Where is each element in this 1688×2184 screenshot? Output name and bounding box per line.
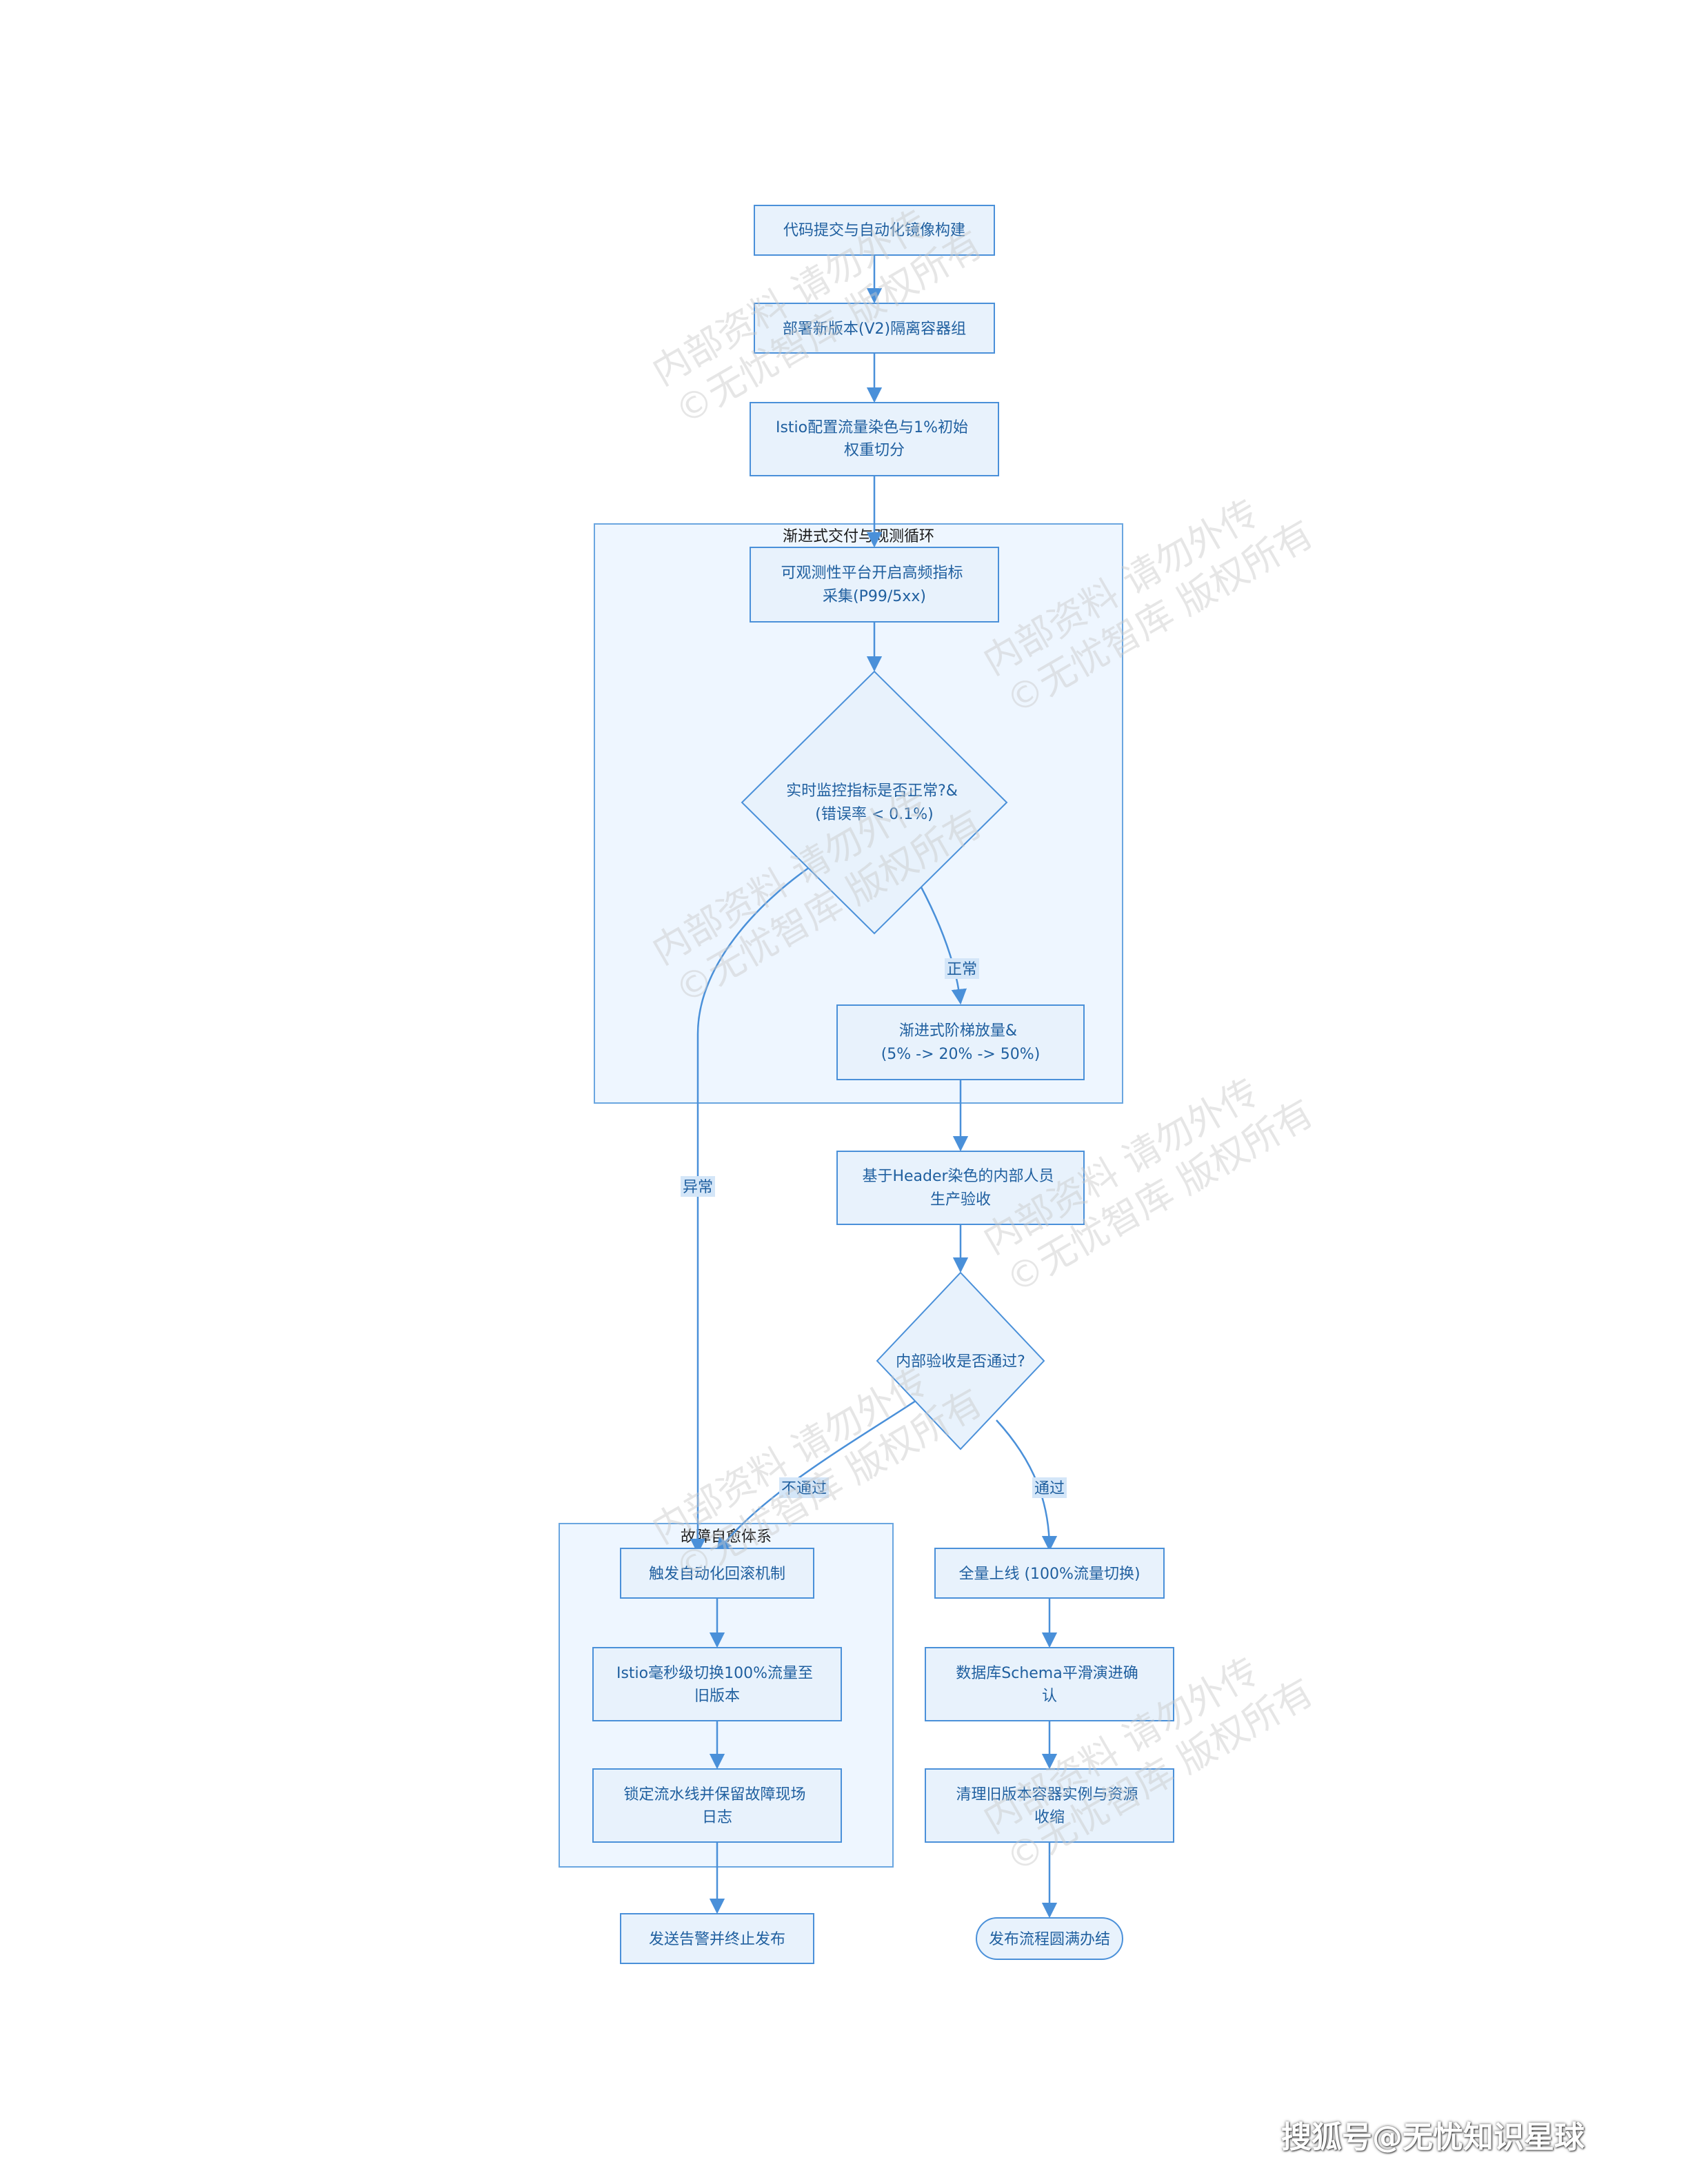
node-rollback-text: 触发自动化回滚机制 [649,1566,785,1583]
node-observe-text: 可观测性平台开启高频指标 采集(P99/5xx) [781,565,967,605]
node-lock-line-2: 日志 [702,1809,732,1826]
node-observe [750,547,999,623]
node-check-line-2: (错误率 < 0.1%) [815,806,933,823]
node-switch-line-2: 旧版本 [694,1688,740,1705]
node-header-line-2: 生产验收 [930,1191,991,1209]
node-labels: 代码提交与自动化镜像构建 部署新版本(V2)隔离容器组 Istio配置流量染色与… [616,222,1143,1948]
node-header-line-1: 基于Header染色的内部人员 [862,1168,1054,1185]
node-ramp-text: 渐进式阶梯放量& (5% -> 20% -> 50%) [881,1022,1041,1063]
node-schema-line-2: 认 [1042,1688,1057,1705]
edge-accept-fail [716,1399,916,1554]
node-schema-text: 数据库Schema平滑演进确 认 [956,1665,1143,1705]
node-cleanup-line-2: 收缩 [1034,1809,1065,1826]
edges [690,255,1058,1919]
label-fail: 不通过 [781,1480,827,1497]
node-istio-line-1: Istio配置流量染色与1%初始 [776,419,968,436]
label-abnormal: 异常 [683,1179,713,1196]
node-alert [620,1913,814,1964]
label-pass: 通过 [1034,1480,1065,1497]
node-switch-text: Istio毫秒级切换100%流量至 旧版本 [616,1665,818,1705]
node-done [976,1917,1123,1960]
node-switch [592,1647,842,1721]
node-deploy-text: 部署新版本(V2)隔离容器组 [783,321,966,338]
node-schema-line-1: 数据库Schema平滑演进确 [956,1665,1138,1682]
node-observe-line-1: 可观测性平台开启高频指标 [781,565,963,582]
node-lock-text: 锁定流水线并保留故障现场 日志 [623,1786,810,1826]
node-observe-line-2: 采集(P99/5xx) [823,588,926,605]
node-deploy [754,303,995,354]
node-istio-text: Istio配置流量染色与1%初始 权重切分 [776,419,973,459]
node-alert-line-1: 发送告警并终止发布 [649,1931,785,1948]
node-full-line-1: 全量上线 (100%流量切换) [958,1566,1140,1583]
edge-check-rollback [690,866,810,1555]
node-rollback-line-1: 触发自动化回滚机制 [649,1566,785,1583]
node-accept [876,1271,1045,1450]
node-done-text: 发布流程圆满办结 [989,1931,1110,1948]
node-alert-text: 发送告警并终止发布 [649,1931,785,1948]
node-lock [592,1768,842,1843]
node-ramp-line-1: 渐进式阶梯放量& [899,1022,1017,1040]
node-ramp-line-2: (5% -> 20% -> 50%) [881,1046,1041,1063]
node-lock-line-1: 锁定流水线并保留故障现场 [623,1786,805,1803]
node-deploy-line-1: 部署新版本(V2)隔离容器组 [783,321,966,338]
node-build-line-1: 代码提交与自动化镜像构建 [783,222,965,239]
node-check-line-1: 实时监控指标是否正常?& [786,782,958,800]
label-normal: 正常 [947,961,977,978]
node-cleanup-text: 清理旧版本容器实例与资源 收缩 [956,1786,1143,1826]
edge-labels: 正常 异常 不通过 通过 [681,958,1067,1498]
node-header-text: 基于Header染色的内部人员 生产验收 [862,1168,1058,1209]
group-loop-title: 渐进式交付与观测循环 [783,528,934,545]
node-check-text: 实时监控指标是否正常?& (错误率 < 0.1%) [786,782,963,823]
node-full-text: 全量上线 (100%流量切换) [958,1566,1140,1583]
node-cleanup-line-1: 清理旧版本容器实例与资源 [956,1786,1138,1803]
node-check [741,670,1008,935]
footer-source-credit: 搜狐号@无忧知识星球 [1281,2120,1585,2155]
edge-check-ramp [919,885,967,1005]
node-build [754,205,995,256]
node-accept-line-1: 内部验收是否通过? [896,1353,1025,1371]
node-full [934,1548,1165,1599]
node-cleanup [925,1768,1174,1843]
node-ramp [836,1004,1085,1080]
node-schema [925,1647,1174,1721]
node-done-line-1: 发布流程圆满办结 [989,1931,1110,1948]
node-istio [750,402,999,476]
node-build-text: 代码提交与自动化镜像构建 [783,222,965,239]
node-istio-line-2: 权重切分 [844,442,905,459]
node-header [836,1151,1085,1225]
nodes [592,205,1174,1964]
node-rollback [620,1548,814,1599]
node-accept-text: 内部验收是否通过? [896,1353,1025,1371]
node-switch-line-1: Istio毫秒级切换100%流量至 [616,1665,813,1682]
